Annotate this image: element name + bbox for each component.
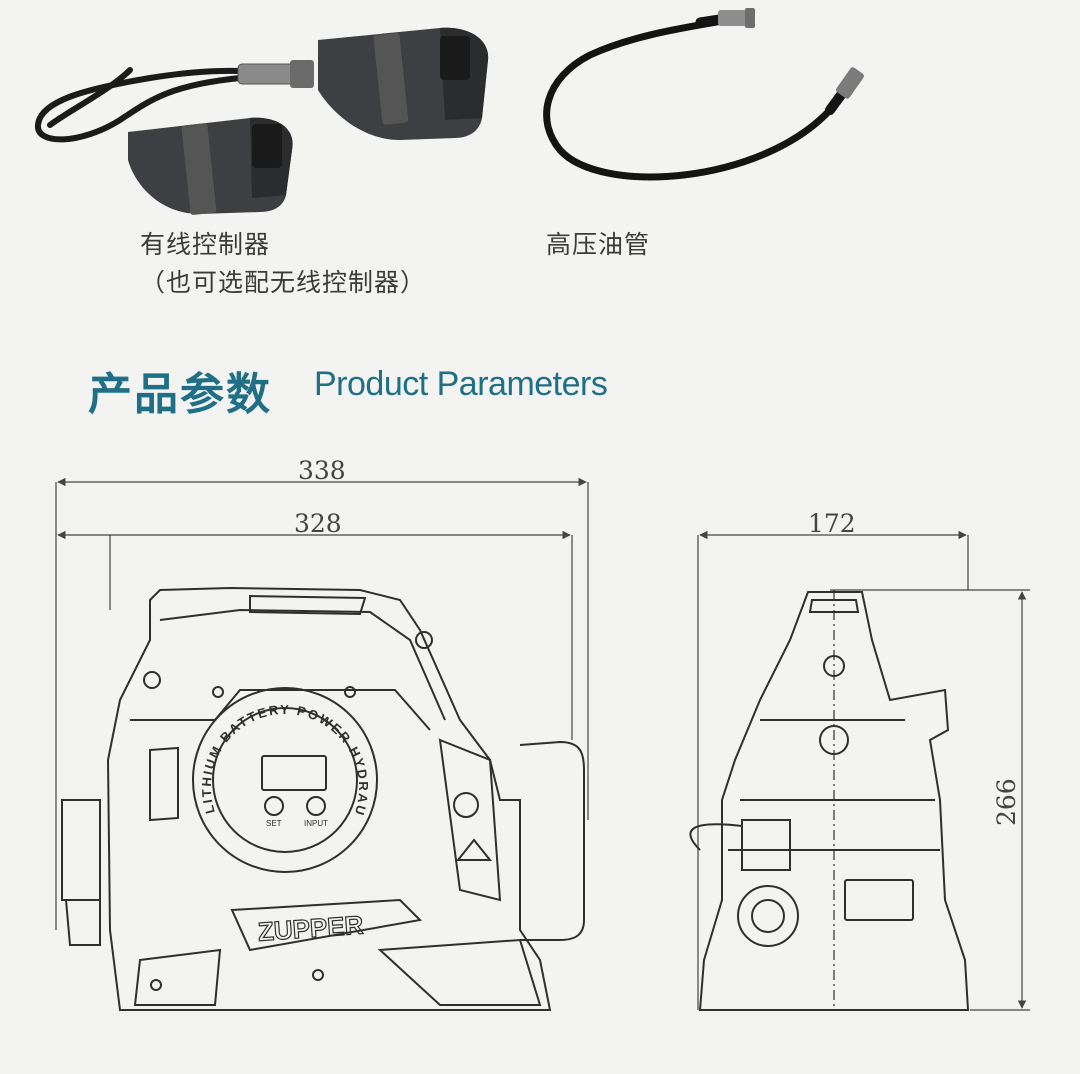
dim-overall-width: 338 xyxy=(298,456,346,485)
controller-cable xyxy=(35,67,265,143)
wired-controller-upper xyxy=(318,27,489,141)
wireless-option-note: （也可选配无线控制器） xyxy=(140,268,427,297)
pump-front-view xyxy=(61,586,585,1011)
pump-set-label: SET xyxy=(266,819,282,828)
cable-connector xyxy=(237,60,314,88)
drawing-brand-label: ZUPPER xyxy=(257,910,365,947)
dim-body-width: 328 xyxy=(294,509,342,538)
section-title-zh: 产品参数 xyxy=(88,369,272,420)
dim-height: 266 xyxy=(992,778,1021,826)
wired-controller-caption: 有线控制器 xyxy=(140,230,271,259)
pump-input-label: INPUT xyxy=(304,819,328,828)
dimension-lines xyxy=(55,477,1030,1011)
dim-side-depth: 172 xyxy=(808,509,856,538)
hose-caption: 高压油管 xyxy=(546,230,651,259)
pump-side-view xyxy=(689,590,970,1011)
wired-controller-lower xyxy=(128,117,293,215)
accessories-illustration xyxy=(35,8,864,215)
section-title-en: Product Parameters xyxy=(314,365,608,403)
hose-fittings xyxy=(718,8,864,99)
